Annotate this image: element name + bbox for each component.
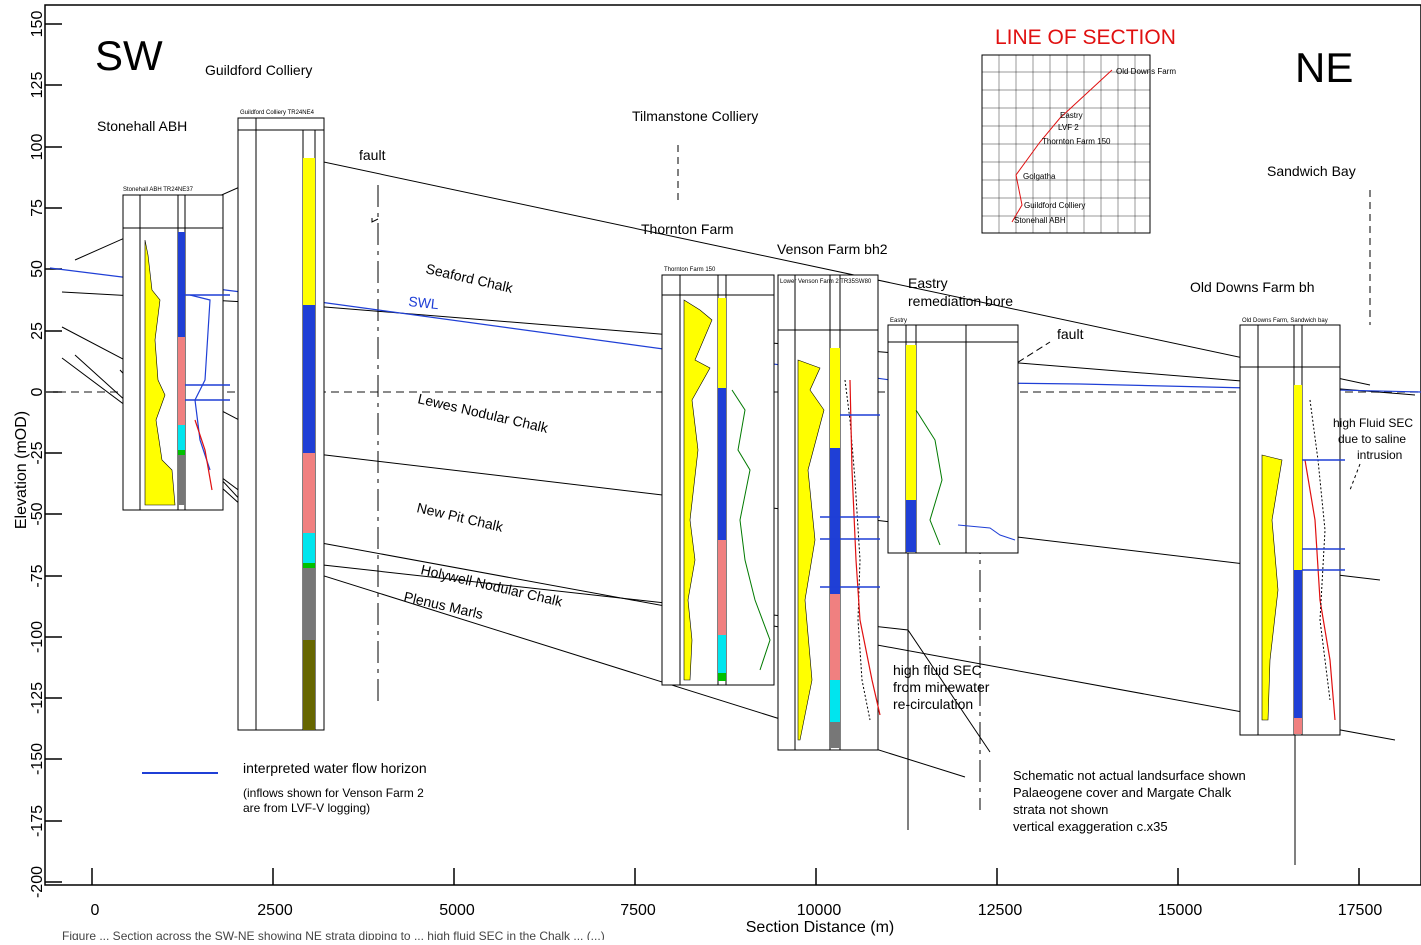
y-tick: -150 xyxy=(29,743,46,775)
site-label: Venson Farm bh2 xyxy=(777,241,888,257)
y-tick: -75 xyxy=(29,564,46,587)
y-tick: -175 xyxy=(29,805,46,837)
schematic-note: Schematic not actual landsurface shown xyxy=(1013,768,1246,783)
log-guildford: Guildford Colliery TR24NE4 xyxy=(237,110,325,731)
x-axis xyxy=(91,868,1360,885)
site-label: Sandwich Bay xyxy=(1267,163,1356,179)
log-venson: Lower Venson Farm 2 TR35SW80 xyxy=(777,274,881,751)
y-tick: -100 xyxy=(29,621,46,653)
site-label: remediation bore xyxy=(908,293,1013,309)
saline-note: due to saline xyxy=(1338,432,1406,446)
site-label: Thornton Farm xyxy=(641,221,734,237)
log-stonehall: Stonehall ABH TR24NE37 xyxy=(122,187,230,511)
y-tick: -50 xyxy=(29,502,46,525)
log-eastry: Eastry xyxy=(887,318,1019,554)
y-tick: 150 xyxy=(29,11,46,38)
inset-point: Stonehall ABH xyxy=(1014,216,1066,225)
legend: interpreted water flow horizon (inflows … xyxy=(142,760,427,815)
unit-labels: Seaford Chalk SWL Lewes Nodular Chalk Ne… xyxy=(402,260,565,622)
y-tick-labels: 150 125 100 75 50 25 0 -25 -50 -75 -100 … xyxy=(29,11,46,898)
x-tick: 12500 xyxy=(978,902,1023,919)
log-header: Old Downs Farm, Sandwich bay xyxy=(1242,318,1328,324)
unit-label: Seaford Chalk xyxy=(424,260,515,296)
site-label: Eastry xyxy=(908,275,948,291)
legend-label: interpreted water flow horizon xyxy=(243,760,427,776)
x-tick: 2500 xyxy=(257,902,293,919)
minewater-note: high fluid SEC xyxy=(893,662,982,678)
ne-label: NE xyxy=(1295,44,1353,91)
y-tick: 125 xyxy=(29,72,46,99)
legend-note: (inflows shown for Venson Farm 2 xyxy=(243,786,424,800)
site-label: Old Downs Farm bh xyxy=(1190,279,1314,295)
swl-label: SWL xyxy=(408,293,440,312)
log-header: Guildford Colliery TR24NE4 xyxy=(240,110,315,116)
log-header: Thornton Farm 150 xyxy=(664,267,716,273)
y-axis-label: Elevation (mOD) xyxy=(13,411,30,529)
log-thornton: Thornton Farm 150 xyxy=(661,267,775,686)
site-label: Stonehall ABH xyxy=(97,118,187,134)
inset-title: LINE OF SECTION xyxy=(995,26,1176,49)
y-tick: 75 xyxy=(29,199,46,217)
x-axis-label: Section Distance (m) xyxy=(746,919,895,936)
y-tick: 0 xyxy=(29,387,46,396)
saline-note: intrusion xyxy=(1357,448,1402,462)
x-tick: 7500 xyxy=(620,902,656,919)
inset-point: Eastry xyxy=(1060,111,1083,120)
schematic-note: vertical exaggeration c.x35 xyxy=(1013,819,1168,834)
y-tick: -200 xyxy=(29,866,46,898)
plot-frame xyxy=(44,4,1421,886)
log-header: Eastry xyxy=(890,318,907,324)
y-tick: 50 xyxy=(29,260,46,278)
inset-point: LVF 2 xyxy=(1058,123,1079,132)
x-tick: 17500 xyxy=(1338,902,1383,919)
minewater-note: re-circulation xyxy=(893,696,973,712)
inset-point: Guildford Colliery xyxy=(1024,201,1085,210)
inset-point: Golgatha xyxy=(1023,172,1056,181)
figure-caption: Figure ... Section across the SW-NE show… xyxy=(62,929,605,940)
legend-note: are from LVF-V logging) xyxy=(243,801,370,815)
x-tick-labels: 0 2500 5000 7500 10000 12500 15000 17500 xyxy=(91,902,1383,919)
log-header: Lower Venson Farm 2 TR35SW80 xyxy=(780,279,872,285)
site-label: Tilmanstone Colliery xyxy=(632,108,758,124)
y-tick: 100 xyxy=(29,134,46,161)
y-tick: -25 xyxy=(29,441,46,464)
x-tick: 15000 xyxy=(1158,902,1203,919)
saline-note: high Fluid SEC xyxy=(1333,416,1413,430)
fault-label: fault xyxy=(1057,326,1084,342)
unit-label: Lewes Nodular Chalk xyxy=(416,390,550,436)
log-header: Stonehall ABH TR24NE37 xyxy=(123,187,194,193)
fault-label: fault xyxy=(359,147,386,163)
x-tick: 10000 xyxy=(797,902,842,919)
inset-point: Thornton Farm 150 xyxy=(1042,137,1111,146)
site-lines xyxy=(907,550,1296,865)
unit-label: New Pit Chalk xyxy=(415,499,505,535)
site-label: Guildford Colliery xyxy=(205,62,312,78)
inset-point: Old Downs Farm xyxy=(1116,67,1176,76)
y-tick: -125 xyxy=(29,682,46,714)
x-tick: 0 xyxy=(91,902,100,919)
sw-label: SW xyxy=(95,32,163,79)
annotations: fault fault high fluid SEC from minewate… xyxy=(359,147,1413,834)
inset-map: LINE OF SECTION Old Downs Farm Eastry LV… xyxy=(981,26,1176,234)
log-olddowns: Old Downs Farm, Sandwich bay xyxy=(1239,318,1345,736)
schematic-note: Palaeogene cover and Margate Chalk xyxy=(1013,785,1232,800)
unit-label: Plenus Marls xyxy=(402,588,484,622)
schematic-note: strata not shown xyxy=(1013,802,1108,817)
site-labels: Guildford Colliery Stonehall ABH Tilmans… xyxy=(97,62,1356,309)
y-axis xyxy=(45,23,62,883)
minewater-note: from minewater xyxy=(893,679,990,695)
y-tick: 25 xyxy=(29,322,46,340)
x-tick: 5000 xyxy=(439,902,475,919)
